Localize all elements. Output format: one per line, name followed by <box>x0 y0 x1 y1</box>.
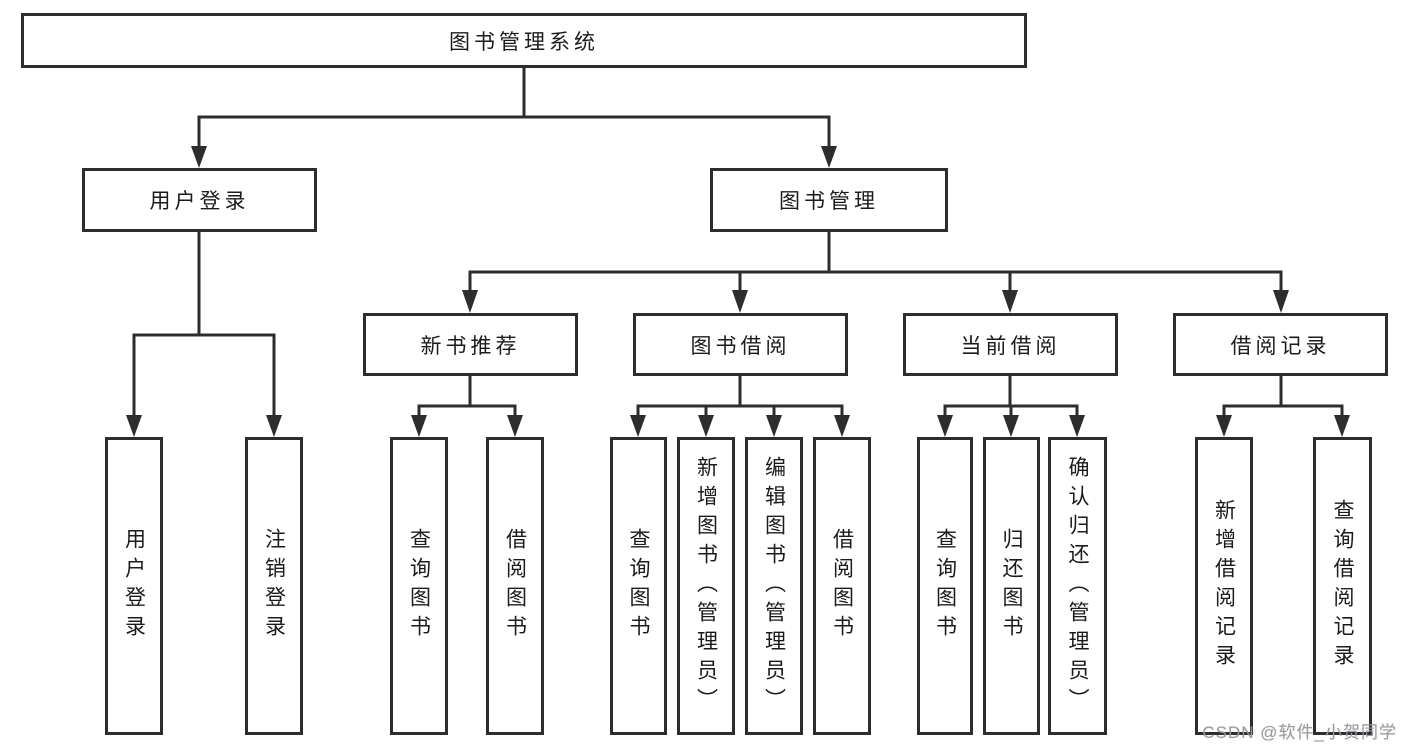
node-book-management: 图书管理 <box>710 168 948 232</box>
leaf-borrow-books-1: 借阅图书 <box>486 437 544 735</box>
leaf-add-books-admin: 新增图书（管理员） <box>677 437 735 735</box>
node-label: 当前借阅 <box>960 334 1061 358</box>
node-label: 注销登录 <box>262 528 286 644</box>
node-new-book-recommend: 新书推荐 <box>363 313 578 376</box>
leaf-query-books-2: 查询图书 <box>610 437 667 735</box>
node-label: 新书推荐 <box>420 334 521 358</box>
leaf-edit-books-admin: 编辑图书（管理员） <box>745 437 803 735</box>
node-label: 确认归还（管理员） <box>1066 455 1089 717</box>
node-label: 图书管理系统 <box>449 30 599 54</box>
leaf-logout: 注销登录 <box>245 437 303 735</box>
node-label: 借阅图书 <box>503 528 527 644</box>
node-label: 图书借阅 <box>690 334 791 358</box>
node-label: 查询借阅记录 <box>1331 499 1354 673</box>
node-label: 查询图书 <box>627 528 650 644</box>
node-label: 查询图书 <box>407 528 431 644</box>
arrowheads <box>126 146 1350 437</box>
leaf-add-borrow-record: 新增借阅记录 <box>1195 437 1253 735</box>
leaf-borrow-books-2: 借阅图书 <box>813 437 871 735</box>
leaf-confirm-return-admin: 确认归还（管理员） <box>1048 437 1107 735</box>
node-user-login: 用户登录 <box>82 168 317 232</box>
node-current-borrow: 当前借阅 <box>903 313 1118 376</box>
watermark: CSDN @软件_小贺同学 <box>1202 723 1397 742</box>
node-label: 归还图书 <box>1000 528 1023 644</box>
leaf-query-books-1: 查询图书 <box>390 437 448 735</box>
leaf-return-books: 归还图书 <box>983 437 1040 735</box>
node-label: 查询图书 <box>933 528 957 644</box>
node-label: 图书管理 <box>779 190 879 213</box>
node-root-system: 图书管理系统 <box>21 13 1027 68</box>
leaf-query-books-3: 查询图书 <box>917 437 973 735</box>
node-label: 借阅图书 <box>830 528 854 644</box>
node-label: 新增图书（管理员） <box>694 455 718 717</box>
node-borrow-records: 借阅记录 <box>1173 313 1388 376</box>
node-label: 借阅记录 <box>1230 334 1331 358</box>
node-label: 编辑图书（管理员） <box>762 455 786 717</box>
leaf-user-login: 用户登录 <box>105 437 163 735</box>
node-book-borrow: 图书借阅 <box>633 313 848 376</box>
node-label: 用户登录 <box>149 190 250 213</box>
node-label: 用户登录 <box>122 528 146 644</box>
leaf-query-borrow-record: 查询借阅记录 <box>1313 437 1372 735</box>
node-label: 新增借阅记录 <box>1212 499 1236 673</box>
